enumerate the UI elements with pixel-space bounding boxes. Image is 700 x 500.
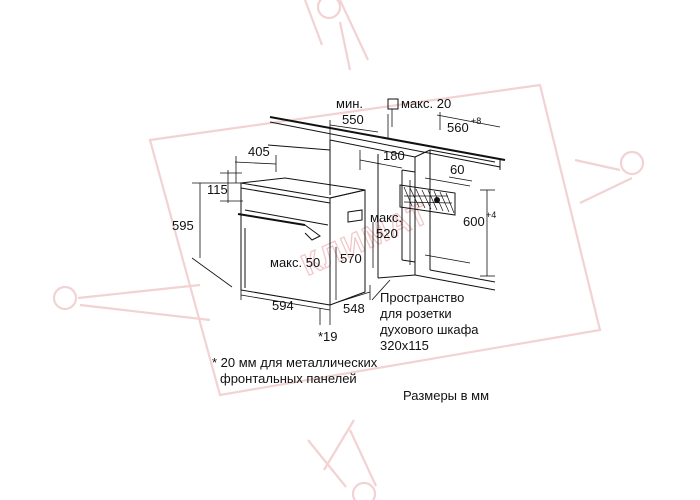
label-550: 550 (342, 112, 364, 127)
socket-marker (434, 197, 440, 203)
dimension-lines (191, 98, 501, 325)
label-max: макс. (370, 210, 402, 225)
footnote-line-1: * 20 мм для металлических (212, 355, 378, 370)
max-20-box (387, 98, 399, 110)
label-570: 570 (340, 251, 362, 266)
label-560: 560 (447, 120, 469, 135)
label-min: мин. (336, 96, 363, 111)
units-note: Размеры в мм (403, 388, 489, 403)
label-594: 594 (272, 298, 294, 313)
label-595: 595 (172, 218, 194, 233)
label-600: 600 (463, 214, 485, 229)
label-180: 180 (383, 148, 405, 163)
socket-note-line-3: духового шкафа (380, 322, 479, 337)
label-max-50: макс. 50 (270, 255, 320, 270)
watermark: КЛИМАТ (52, 0, 645, 500)
socket-note-line-1: Пространство (380, 290, 464, 305)
cabinet-niche (267, 116, 506, 291)
label-footnote-19: *19 (318, 329, 338, 344)
label-548: 548 (343, 301, 365, 316)
socket-note-line-2: для розетки (380, 306, 452, 321)
footnote-line-2: фронтальных панелей (220, 371, 357, 386)
label-max-20: макс. 20 (401, 96, 451, 111)
label-520: 520 (376, 226, 398, 241)
label-600-tolerance: +4 (486, 210, 496, 220)
label-405: 405 (248, 144, 270, 159)
label-560-tolerance: +8 (471, 116, 481, 126)
socket-note-line-4: 320x115 (380, 338, 429, 353)
label-60: 60 (450, 162, 464, 177)
label-115: 115 (207, 182, 228, 197)
ventilation-hatch (403, 186, 455, 214)
